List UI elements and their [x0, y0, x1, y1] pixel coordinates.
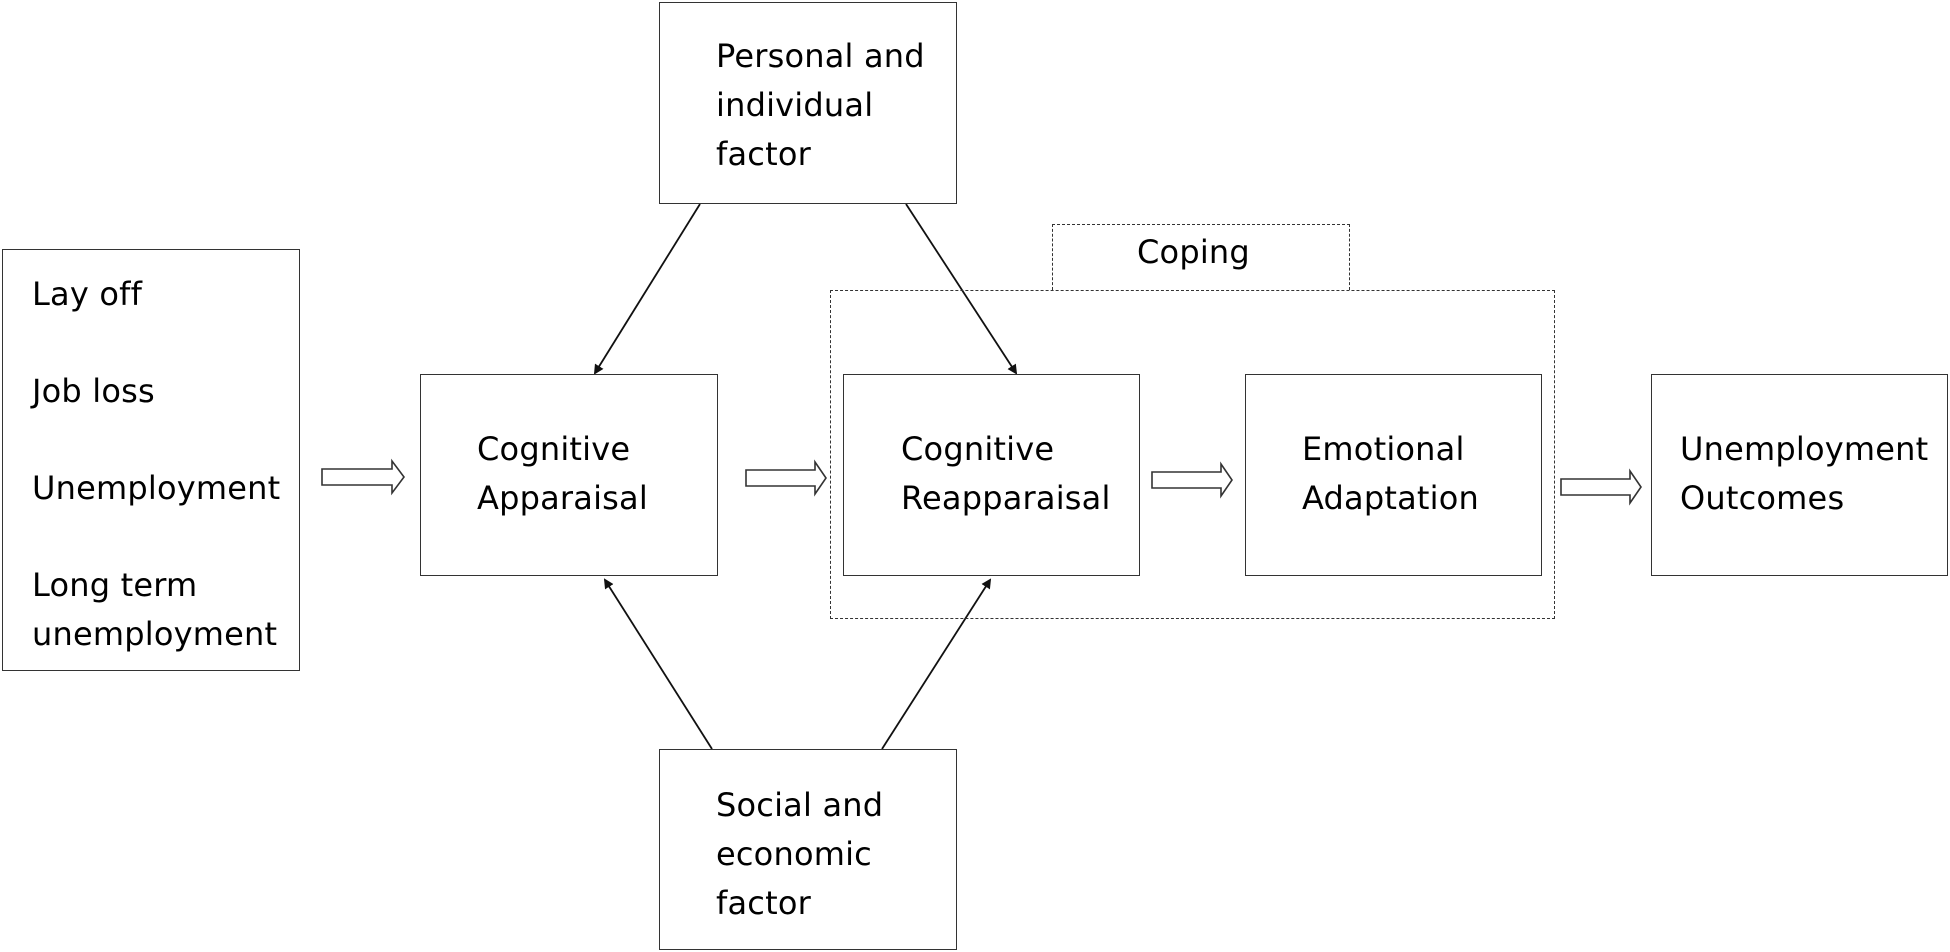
stressor-long-term-line-1: Long term — [32, 566, 198, 604]
block-arrow-reappraisal-to-emotional — [1151, 461, 1233, 499]
emotional-adaptation-line-1: Emotional — [1302, 430, 1465, 468]
cognitive-appraisal-line-1: Cognitive — [477, 430, 631, 468]
arrow-personal-to-appraisal — [593, 203, 701, 375]
unemployment-outcomes-box — [1651, 374, 1948, 576]
cognitive-appraisal-line-2: Apparaisal — [477, 479, 648, 517]
coping-group-frame — [830, 290, 1555, 619]
cognitive-reappraisal-line-1: Cognitive — [901, 430, 1055, 468]
personal-factor-line-3: factor — [716, 135, 811, 173]
personal-factor-line-1: Personal and — [716, 37, 925, 75]
coping-label-box — [1052, 224, 1350, 290]
personal-factor-box — [659, 2, 957, 204]
block-arrow-appraisal-to-coping — [745, 459, 827, 497]
unemployment-outcomes-line-2: Outcomes — [1680, 479, 1845, 517]
social-factor-box — [659, 749, 957, 950]
stressors-box — [2, 249, 300, 671]
stressor-long-term-line-2: unemployment — [32, 615, 278, 653]
social-factor-line-3: factor — [716, 884, 811, 922]
stressor-lay-off: Lay off — [32, 275, 143, 313]
unemployment-outcomes-line-1: Unemployment — [1680, 430, 1929, 468]
cognitive-reappraisal-line-2: Reapparaisal — [901, 479, 1111, 517]
cognitive-reappraisal-box — [843, 374, 1140, 576]
emotional-adaptation-line-2: Adaptation — [1302, 479, 1480, 517]
arrow-social-to-reappraisal — [881, 578, 992, 750]
social-factor-line-2: economic — [716, 835, 872, 873]
coping-label: Coping — [1137, 233, 1250, 271]
personal-factor-line-2: individual — [716, 86, 874, 124]
stressor-unemployment: Unemployment — [32, 469, 281, 507]
block-arrow-stressors-to-appraisal — [321, 458, 405, 496]
stressor-job-loss: Job loss — [32, 372, 155, 410]
cognitive-appraisal-box — [420, 374, 718, 576]
emotional-adaptation-box — [1245, 374, 1542, 576]
arrow-personal-to-reappraisal — [905, 203, 1018, 375]
social-factor-line-1: Social and — [716, 786, 884, 824]
block-arrow-coping-to-outcomes — [1560, 468, 1642, 506]
arrow-social-to-appraisal — [603, 578, 713, 750]
